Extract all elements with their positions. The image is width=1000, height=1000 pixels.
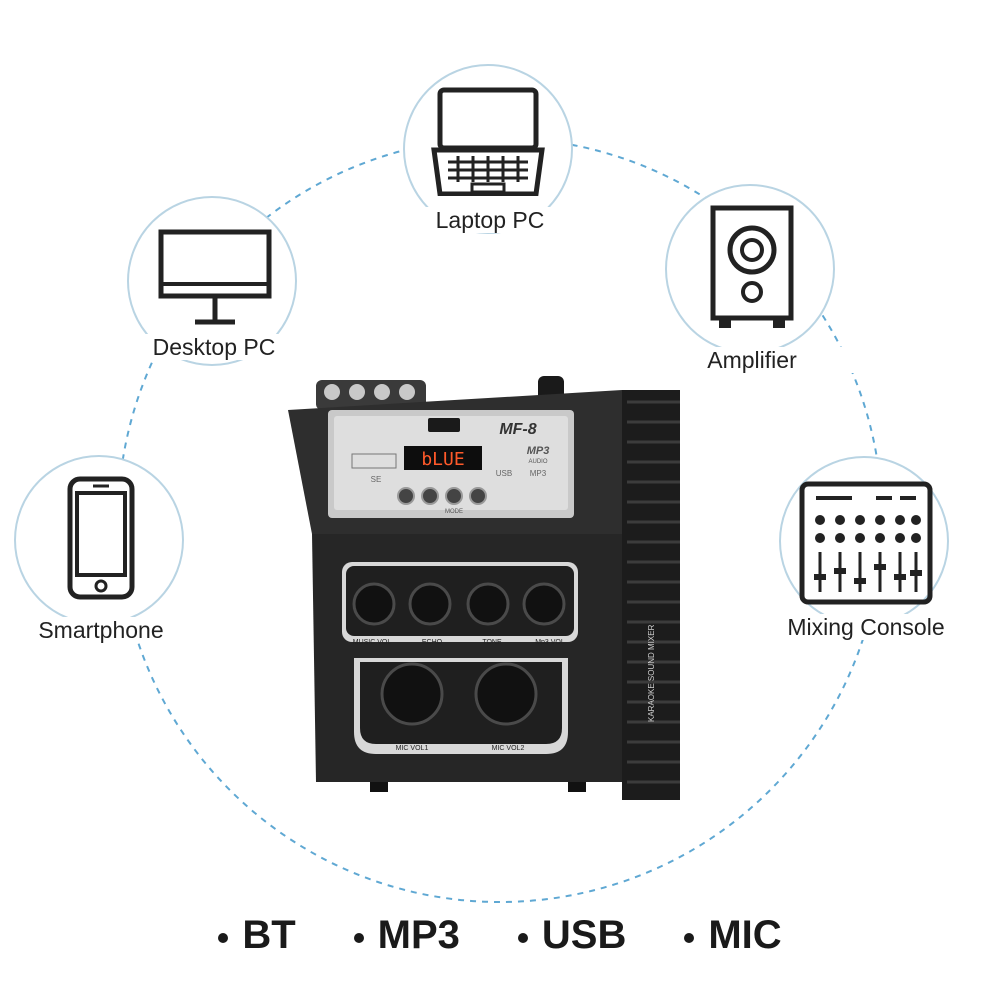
laptop-node: Laptop PC (365, 64, 615, 234)
mixing-console-label: Mixing Console (741, 614, 991, 640)
mic-vol1-knob[interactable] (380, 662, 444, 726)
desktop-label: Desktop PC (89, 334, 339, 360)
smartphone-label: Smartphone (0, 617, 226, 643)
feature-label: MIC (708, 912, 782, 957)
display-readout: bLUE (421, 449, 464, 470)
transport-buttons: MODE (397, 487, 487, 515)
mic-knob-label: MIC VOL2 (492, 745, 525, 752)
amplifier-node: Amplifier (627, 184, 877, 373)
bullet-icon (353, 933, 364, 943)
knob-label: Mp3 VOL (535, 639, 565, 646)
music-vol-knob[interactable] (352, 582, 396, 626)
laptop-icon (431, 87, 545, 196)
mixer-device: bLUE MF-8 MP3 AUDIO USB MP3 SE MODE MUSI… (288, 376, 680, 800)
bullet-icon (684, 933, 695, 943)
usb-label: USB (496, 469, 512, 478)
mixing-console-node: Mixing Console (741, 456, 991, 640)
mic-knob-label: MIC VOL1 (396, 745, 429, 752)
model-label: MF-8 (499, 421, 536, 438)
mode-label: MODE (445, 509, 463, 515)
mp3-logo: MP3 (527, 445, 550, 457)
audio-label: AUDIO (528, 459, 547, 465)
monitor-icon (158, 229, 272, 325)
mp3-label: MP3 (530, 469, 547, 478)
mp3-vol-knob[interactable] (522, 582, 566, 626)
side-text: KARAOKE SOUND MIXER (647, 624, 656, 722)
mic-vol2-knob[interactable] (474, 662, 538, 726)
knob-row (352, 582, 566, 626)
mixing-console-icon (799, 481, 933, 605)
feature-item: MIC (684, 905, 782, 965)
feature-label: BT (242, 912, 296, 957)
rewind-button[interactable] (421, 487, 439, 505)
echo-knob[interactable] (408, 582, 452, 626)
feature-item: USB (517, 905, 627, 965)
knob-label: ECHO (422, 639, 443, 646)
speaker-icon (710, 205, 794, 328)
bullet-icon (517, 933, 528, 943)
next-button[interactable] (469, 487, 487, 505)
prev-button[interactable] (397, 487, 415, 505)
feature-label: USB (541, 912, 627, 957)
feature-label: MP3 (377, 912, 460, 957)
amplifier-label: Amplifier (627, 347, 877, 373)
heat-sink (622, 390, 680, 800)
smartphone-icon (67, 476, 135, 600)
se-label: SE (371, 475, 382, 484)
smartphone-node: Smartphone (0, 455, 226, 643)
mode-button[interactable] (445, 487, 463, 505)
desktop-node: Desktop PC (89, 196, 339, 366)
feature-list: BT MP3 USB MIC (0, 905, 1000, 965)
bullet-icon (218, 933, 229, 943)
knob-label: TONE (482, 639, 502, 646)
laptop-label: Laptop PC (365, 207, 615, 233)
feature-item: BT (218, 905, 296, 965)
feature-item: MP3 (353, 905, 460, 965)
knob-label: MUSIC VOL (353, 639, 392, 646)
tone-knob[interactable] (466, 582, 510, 626)
